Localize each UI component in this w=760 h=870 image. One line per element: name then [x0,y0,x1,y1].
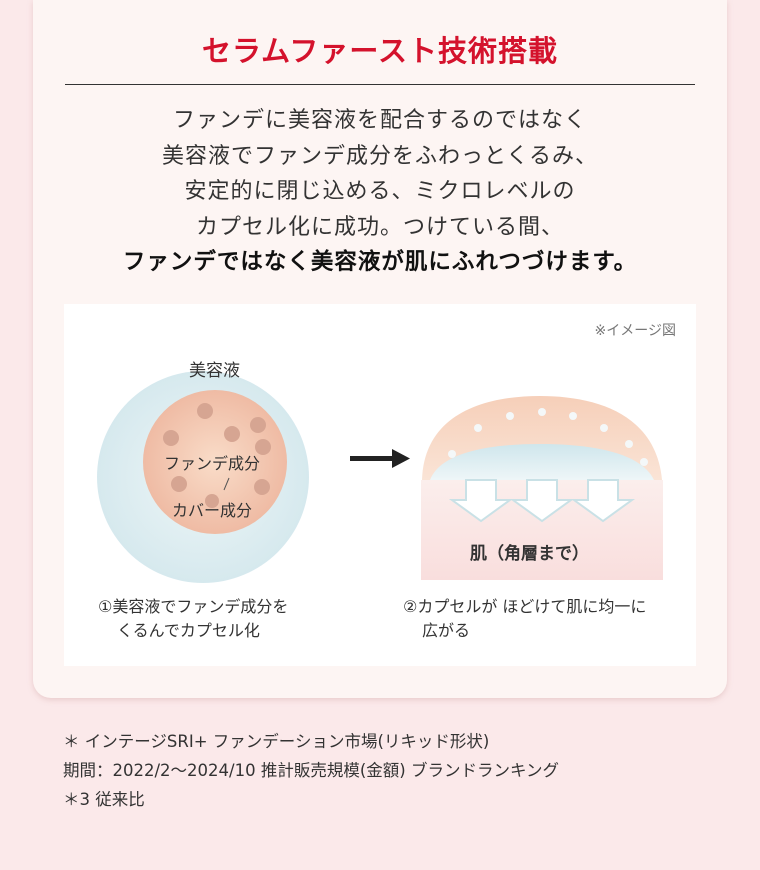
description-line: 美容液でファンデ成分をふわっとくるみ、 [162,143,598,169]
description-line: ファンデに美容液を配合するのではなく [172,108,587,133]
foundation-label: ファンデ成分 [164,454,261,473]
serum-label: 美容液 [189,361,240,381]
pigment-dots [163,403,271,508]
label-connector [223,477,230,491]
caption-line: ②カプセルが ほどけて肌に均一に [403,597,647,616]
description-line: 安定的に閉じ込める、ミクロレベルの [184,179,576,204]
caption-step-1: ①美容液でファンデ成分を くるんでカプセル化 [98,595,288,643]
caption-line: 広がる [422,621,471,640]
footnote: ＊ インテージSRI+ ファンデーション市場(リキッド形状) [63,732,490,751]
cover-label: カバー成分 [172,501,253,520]
feature-card: セラムファースト技術搭載 ファンデに美容液を配合するのではなく 美容液でファンデ… [33,0,727,698]
footnote: ＊3 従来比 [63,790,145,809]
image-note: ※イメージ図 [594,323,676,339]
capsule-dots [448,408,648,466]
footnotes: ＊ インテージSRI+ ファンデーション市場(リキッド形状) 期間：2022/2… [63,727,559,814]
serum-layer [430,444,654,480]
caption-line: くるんでカプセル化 [117,621,260,640]
caption-step-2: ②カプセルが ほどけて肌に均一に 広がる [403,595,646,643]
penetration-arrows [448,479,636,523]
right-arrow-icon [350,449,410,468]
description-emphasis: ファンデではなく美容液が肌にふれつづけます。 [122,249,638,275]
title-divider [65,84,695,85]
skin-label: 肌（角層まで） [470,544,589,564]
diagram-panel: ※イメージ図 [64,304,696,666]
caption-line: ①美容液でファンデ成分を [98,597,289,616]
footnote: 期間：2022/2～2024/10 推計販売規模(金額) ブランドランキング [63,761,559,780]
description-line: カプセル化に成功。つけている間、 [195,214,564,240]
diagram-graphic [97,371,663,583]
description: ファンデに美容液を配合するのではなく 美容液でファンデ成分をふわっとくるみ、 安… [33,103,727,281]
page-title: セラムファースト技術搭載 [202,34,558,68]
